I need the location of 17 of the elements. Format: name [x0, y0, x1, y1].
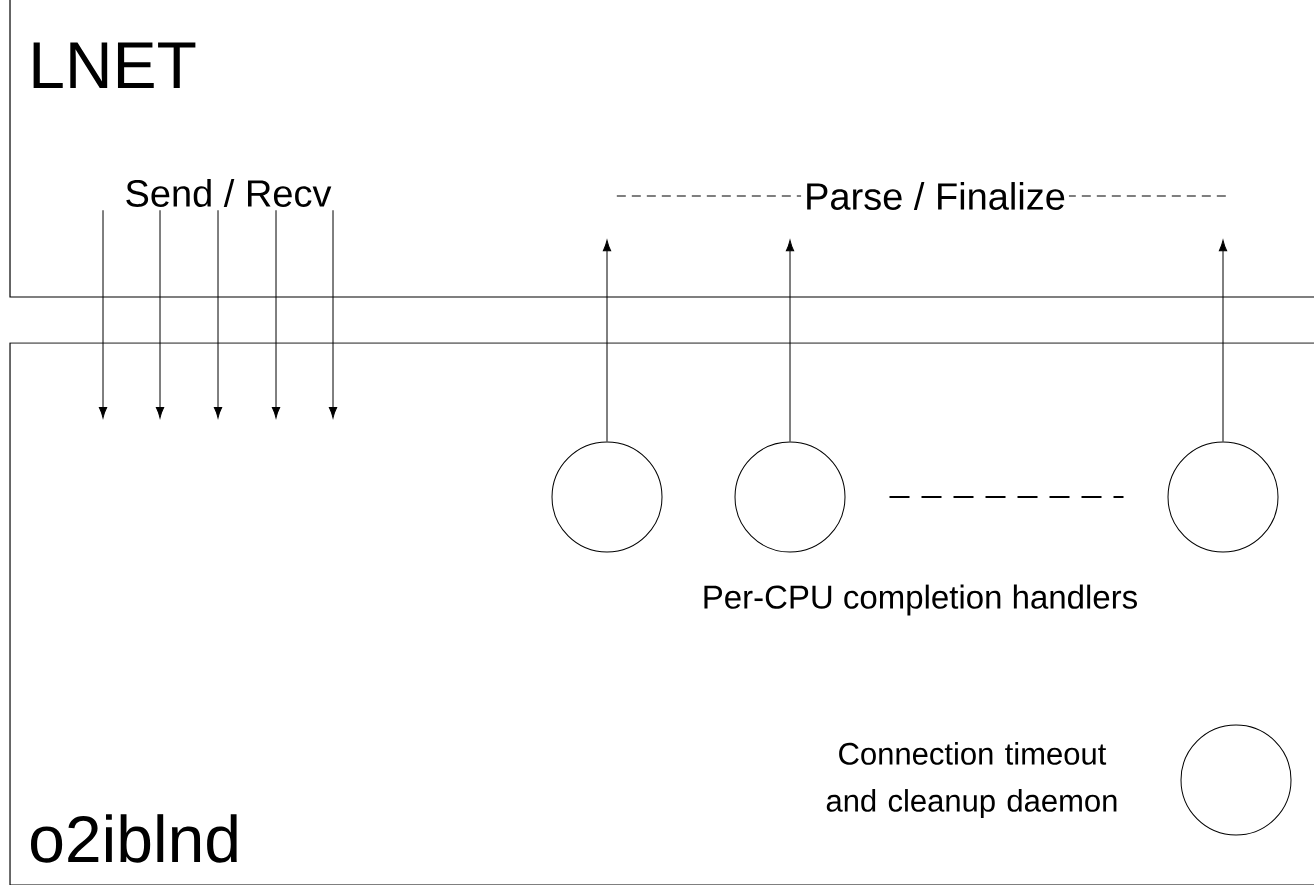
arrow — [602, 239, 612, 442]
ellipsis-line — [889, 495, 1124, 499]
group-caption: Per-CPU completion handlers — [704, 584, 1137, 616]
node-caption: Connection timeout and cleanup daemon — [826, 742, 1117, 818]
handler-circle — [1180, 724, 1292, 836]
arrow — [1218, 239, 1228, 442]
arrow — [98, 209, 108, 419]
arrow — [271, 209, 281, 419]
arrow — [328, 209, 338, 419]
text-label: Send / Recv — [126, 179, 332, 207]
arrow — [155, 209, 165, 419]
handler-circle — [1167, 441, 1279, 553]
handler-circle — [734, 441, 846, 553]
arrow — [213, 209, 223, 419]
arrow — [785, 239, 795, 442]
handler-circle — [551, 441, 663, 553]
dashed-text-label: Parse / Finalize — [616, 179, 1229, 213]
